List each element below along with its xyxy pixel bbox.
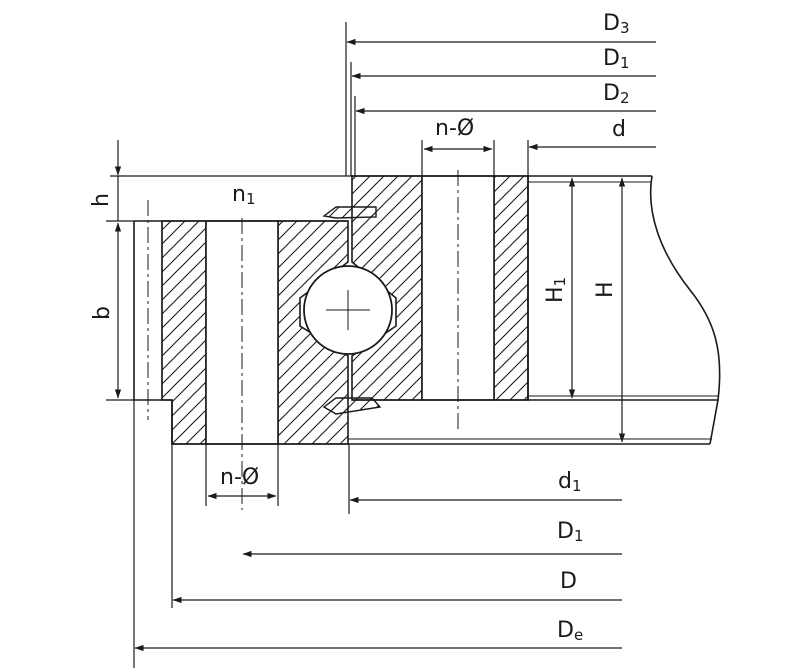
label-d1: d1 bbox=[558, 469, 582, 495]
label-D1-top: D1 bbox=[603, 46, 630, 72]
label-d: d bbox=[612, 117, 626, 142]
label-n-phi-bottom: n-Ø bbox=[220, 465, 259, 490]
dimension-labels: D3 D1 D2 d n-Ø h n1 b H1 H n-Ø bbox=[89, 11, 630, 644]
label-n1: n1 bbox=[232, 182, 256, 208]
mounting-structure bbox=[348, 175, 721, 445]
left-dimensions bbox=[106, 140, 352, 401]
ball bbox=[303, 265, 393, 355]
label-H: H bbox=[593, 281, 618, 298]
seal-bottom bbox=[322, 397, 382, 415]
seal-top bbox=[322, 206, 377, 219]
label-D1-bottom: D1 bbox=[557, 519, 584, 545]
label-H1: H1 bbox=[543, 277, 569, 303]
outer-ring-hatch-right bbox=[493, 175, 529, 401]
top-dimensions bbox=[345, 22, 656, 176]
break-line bbox=[649, 175, 721, 445]
seals bbox=[322, 206, 382, 415]
inner-ring-hatch-left bbox=[161, 220, 207, 445]
right-dimensions bbox=[568, 177, 626, 443]
label-De: De bbox=[557, 618, 583, 644]
center-lines bbox=[147, 170, 459, 510]
label-D2: D2 bbox=[603, 81, 630, 107]
label-h: h bbox=[89, 193, 114, 207]
label-n-phi-top: n-Ø bbox=[435, 116, 474, 141]
label-b: b bbox=[90, 306, 115, 320]
label-D: D bbox=[560, 569, 577, 594]
label-D3: D3 bbox=[603, 11, 630, 37]
bottom-dimensions bbox=[133, 400, 622, 668]
